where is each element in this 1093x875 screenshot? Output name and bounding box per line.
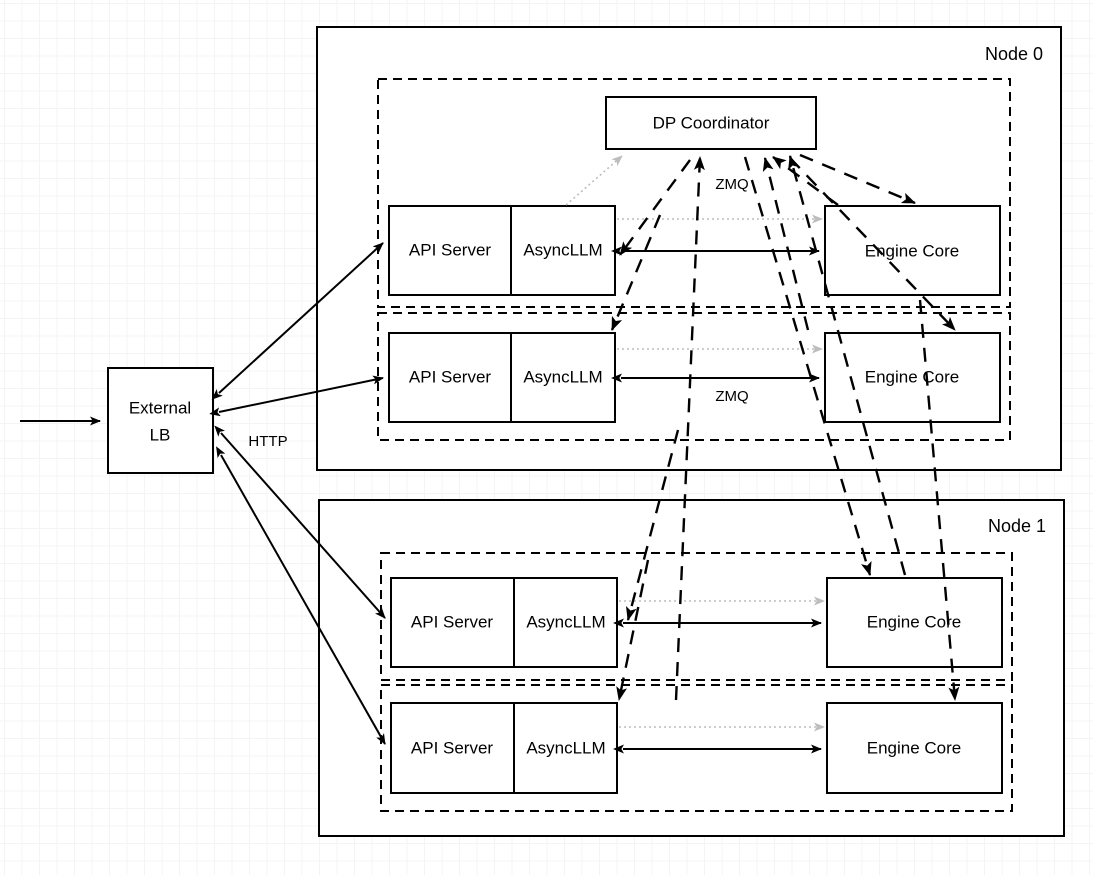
coordinator-to-node1-rank0-asyncllm (625, 429, 680, 621)
lb-to-node1-rank1-link (216, 446, 386, 745)
node0-rank1-enginecore-box[interactable] (824, 332, 1001, 423)
coordinator-to-node0-rank1-asyncllm (610, 214, 662, 331)
external-lb-box[interactable] (107, 367, 214, 474)
coordinator-to-node0-rank0-asyncllm (619, 159, 691, 256)
node1-rank1-core-to-coordinator (674, 156, 705, 701)
node0-rank1-core-to-coordinator (762, 157, 810, 331)
node1-rank1-enginecore-box[interactable] (826, 702, 1003, 794)
node0-rank1-apiserver-box[interactable] (388, 332, 616, 423)
node1-rank1-apiserver-box[interactable] (390, 702, 618, 794)
lb-to-node0-rank0-link (211, 242, 384, 400)
node1-rank0-apiserver-box[interactable] (390, 577, 618, 668)
coordinator-to-node0-rank1-core (789, 157, 956, 331)
node0-rank0-enginecore-box[interactable] (824, 205, 1001, 296)
node1-rank0-enginecore-box[interactable] (826, 577, 1003, 668)
lb-to-node0-rank1-link (209, 375, 384, 417)
coordinator-to-node1-rank0-core (743, 156, 872, 576)
node1-rank0-group (380, 552, 1013, 681)
coordinator-to-node0-rank0-core (799, 153, 916, 205)
dp-coordinator-box[interactable] (605, 96, 817, 150)
coordinator-to-node1-rank1-core (918, 299, 960, 701)
node0-rank0-apiserver-box[interactable] (388, 205, 616, 296)
node1-rank0-core-to-coordinator (788, 155, 907, 576)
node1-rank1-group (380, 684, 1013, 812)
